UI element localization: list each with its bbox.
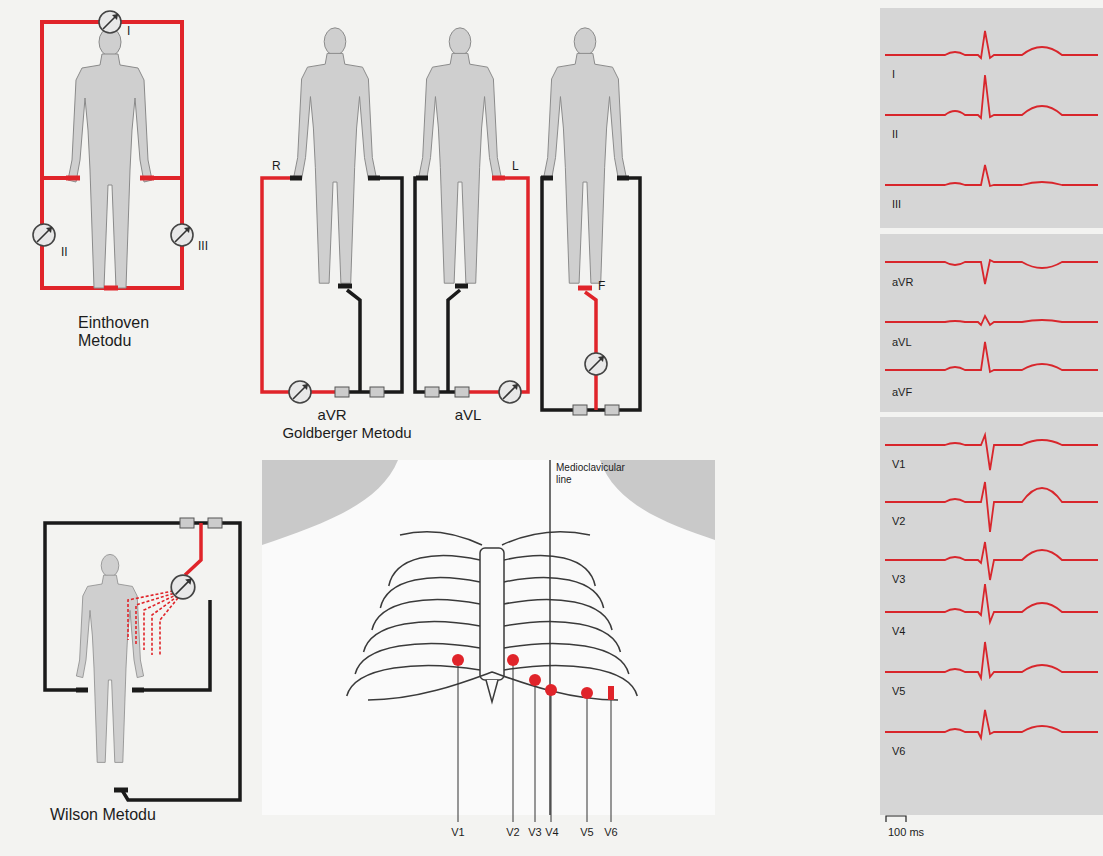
trace-label: V2: [892, 515, 905, 528]
trace-label: III: [892, 198, 901, 211]
electrode-label: V1: [451, 826, 464, 839]
trace-label: aVF: [892, 386, 912, 399]
text-label: F: [598, 280, 605, 294]
text-label: Wilson Metodu: [50, 806, 156, 824]
text-label: Goldberger Metodu: [282, 424, 411, 441]
trace-label: II: [892, 128, 898, 141]
rib: [504, 578, 604, 608]
ecg-trace: [885, 542, 1098, 580]
rib: [380, 578, 480, 608]
ecg-trace: [885, 482, 1098, 532]
rib: [372, 600, 480, 630]
text-label: R: [272, 160, 281, 174]
text-label: Einthoven Metodu: [78, 314, 178, 351]
text-label: I: [126, 25, 131, 39]
rib: [355, 644, 480, 674]
trace-label: V6: [892, 745, 905, 758]
electrode-label: V2: [506, 826, 519, 839]
ecg-trace: [885, 710, 1098, 738]
rib: [504, 600, 612, 630]
rib: [504, 622, 620, 652]
trace-label: aVL: [892, 336, 912, 349]
text-label: 100 ms: [888, 826, 924, 839]
rib: [347, 666, 480, 696]
rib: [389, 556, 480, 586]
text-label: Medioclavicular line: [556, 462, 628, 485]
trace-label: V3: [892, 573, 905, 586]
text-label: aVR: [317, 406, 346, 423]
ecg-trace: [885, 165, 1098, 186]
text-label: III: [197, 240, 209, 254]
rib: [504, 666, 637, 696]
trace-label: V5: [892, 685, 905, 698]
ecg-trace: [885, 31, 1098, 58]
trace-label: V1: [892, 458, 905, 471]
rib: [504, 644, 629, 674]
trace-label: I: [892, 68, 895, 81]
ecg-trace: [885, 75, 1098, 118]
trace-label: aVR: [892, 276, 913, 289]
ecg-trace: [885, 584, 1098, 622]
text-label: L: [512, 160, 519, 174]
text-label: aVL: [455, 406, 482, 423]
electrode-label: V3: [528, 826, 541, 839]
ecg-trace: [885, 260, 1098, 284]
electrode-label: V4: [545, 826, 558, 839]
electrode-label: V5: [580, 826, 593, 839]
clavicle: [400, 532, 590, 545]
ecg-trace: [885, 435, 1098, 470]
ecg-trace: [885, 316, 1098, 325]
electrode-label: V6: [604, 826, 617, 839]
trace-label: V4: [892, 625, 905, 638]
ecg-trace: [885, 342, 1098, 372]
text-label: II: [60, 246, 69, 260]
ecg-trace: [885, 642, 1098, 678]
rib: [364, 622, 480, 652]
